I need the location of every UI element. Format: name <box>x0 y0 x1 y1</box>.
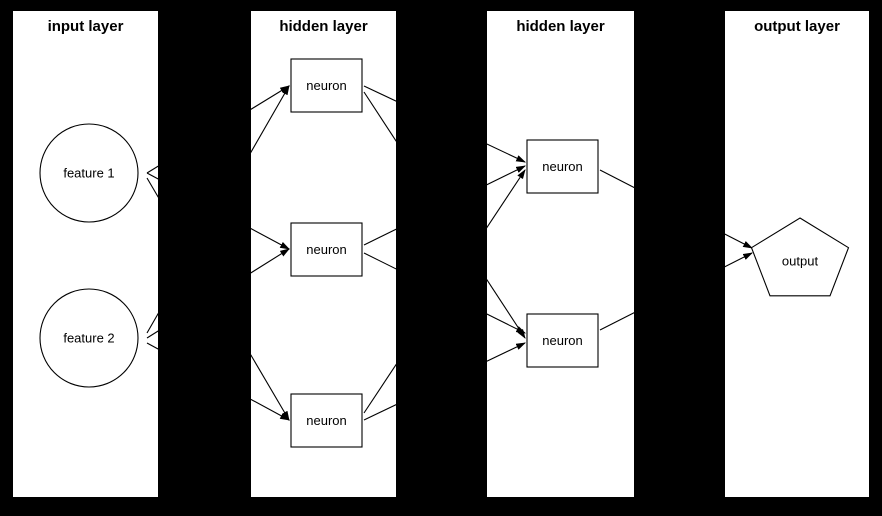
gap-strip-top <box>0 0 882 11</box>
node-out[interactable] <box>750 217 850 297</box>
panel-title-hidden-layer-2: hidden layer <box>516 18 605 35</box>
node-feature1[interactable] <box>39 123 139 223</box>
node-feature2[interactable] <box>39 288 139 388</box>
node-h2n2[interactable] <box>526 313 599 368</box>
node-label-h1n1: neuron <box>306 78 346 93</box>
panel-input-layer[interactable] <box>13 11 158 497</box>
node-label-h2n1: neuron <box>542 159 582 174</box>
gap-strip-bottom <box>0 497 882 516</box>
node-layer: feature 1 feature 2 neuron neuron neuron neur… <box>39 58 850 448</box>
node-label-feature1: feature 1 <box>63 165 114 180</box>
panel-title-input-layer: input layer <box>47 18 124 35</box>
panel-title-output-layer: output layer <box>754 18 840 35</box>
node-label-out: output <box>782 253 819 268</box>
node-h1n3[interactable] <box>290 393 363 448</box>
node-h1n1[interactable] <box>290 58 363 113</box>
gap-strip-1 <box>158 0 251 516</box>
panel-title-hidden-layer-1: hidden layer <box>279 18 368 35</box>
node-label-h2n2: neuron <box>542 333 582 348</box>
gap-strip-3 <box>634 0 725 516</box>
node-h1n2[interactable] <box>290 222 363 277</box>
node-h2n1[interactable] <box>526 139 599 194</box>
node-label-h1n3: neuron <box>306 413 346 428</box>
node-label-feature2: feature 2 <box>63 330 114 345</box>
gap-strip-2 <box>396 0 487 516</box>
panel-hidden-layer-2[interactable] <box>487 11 634 497</box>
node-label-h1n2: neuron <box>306 242 346 257</box>
